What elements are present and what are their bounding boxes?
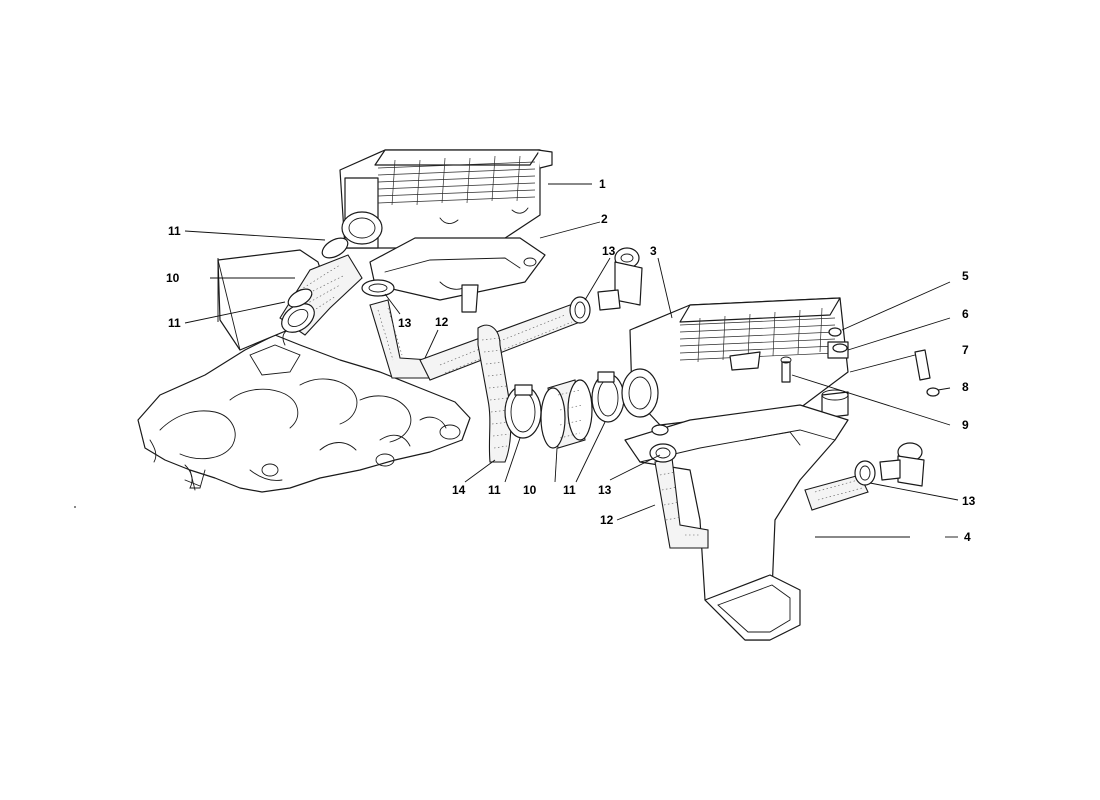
lower-elbow-hose xyxy=(649,424,709,549)
callout-12-upper: 12 xyxy=(435,315,449,329)
callout-13-right: 13 xyxy=(962,494,976,508)
stray-dot xyxy=(74,506,76,508)
upper-intercooler xyxy=(339,149,553,249)
callout-labels: 1 2 3 4 5 6 7 8 9 10 10 11 11 11 11 12 1… xyxy=(166,177,976,544)
callout-11-upper-left: 11 xyxy=(168,224,181,238)
middle-coupling-hose xyxy=(540,379,593,449)
upper-intercooler-bracket xyxy=(369,237,546,313)
callout-11-lower-left: 11 xyxy=(168,316,181,330)
callout-8: 8 xyxy=(962,380,969,394)
lower-air-duct xyxy=(624,404,849,641)
callout-11-middle-right: 11 xyxy=(563,483,576,497)
leader-lines xyxy=(184,183,959,538)
bolt-9 xyxy=(781,361,791,383)
right-hose xyxy=(804,460,876,511)
callout-13-lower: 13 xyxy=(598,483,612,497)
callout-7: 7 xyxy=(962,343,969,357)
callout-3: 3 xyxy=(650,244,657,258)
sensor-7 xyxy=(914,349,931,381)
callout-10-left: 10 xyxy=(166,271,180,285)
callout-1: 1 xyxy=(599,177,606,191)
callout-5: 5 xyxy=(962,269,969,283)
upper-intercooler-fins xyxy=(377,155,536,206)
lower-intercooler xyxy=(621,297,849,426)
callout-6: 6 xyxy=(962,307,969,321)
callout-14: 14 xyxy=(452,483,466,497)
callout-11-middle-left: 11 xyxy=(488,483,501,497)
callout-4: 4 xyxy=(964,530,971,544)
fastener-group xyxy=(780,327,940,397)
callout-13-upper-left: 13 xyxy=(398,316,412,330)
lower-thermal-valve xyxy=(879,442,925,487)
washer-6 xyxy=(832,343,848,353)
washer-8 xyxy=(926,387,940,397)
upper-thermal-valve xyxy=(597,247,643,311)
callout-10-middle: 10 xyxy=(523,483,537,497)
middle-clamp-right xyxy=(591,371,625,423)
nut-5 xyxy=(828,327,842,337)
callout-13-upper: 13 xyxy=(602,244,616,258)
intake-manifold xyxy=(137,329,471,493)
middle-clamp-left xyxy=(504,384,542,439)
callout-12-lower: 12 xyxy=(600,513,614,527)
corrugated-hose xyxy=(477,324,512,463)
callout-9: 9 xyxy=(962,418,969,432)
left-intake-hose xyxy=(279,237,363,336)
callout-2: 2 xyxy=(601,212,608,226)
